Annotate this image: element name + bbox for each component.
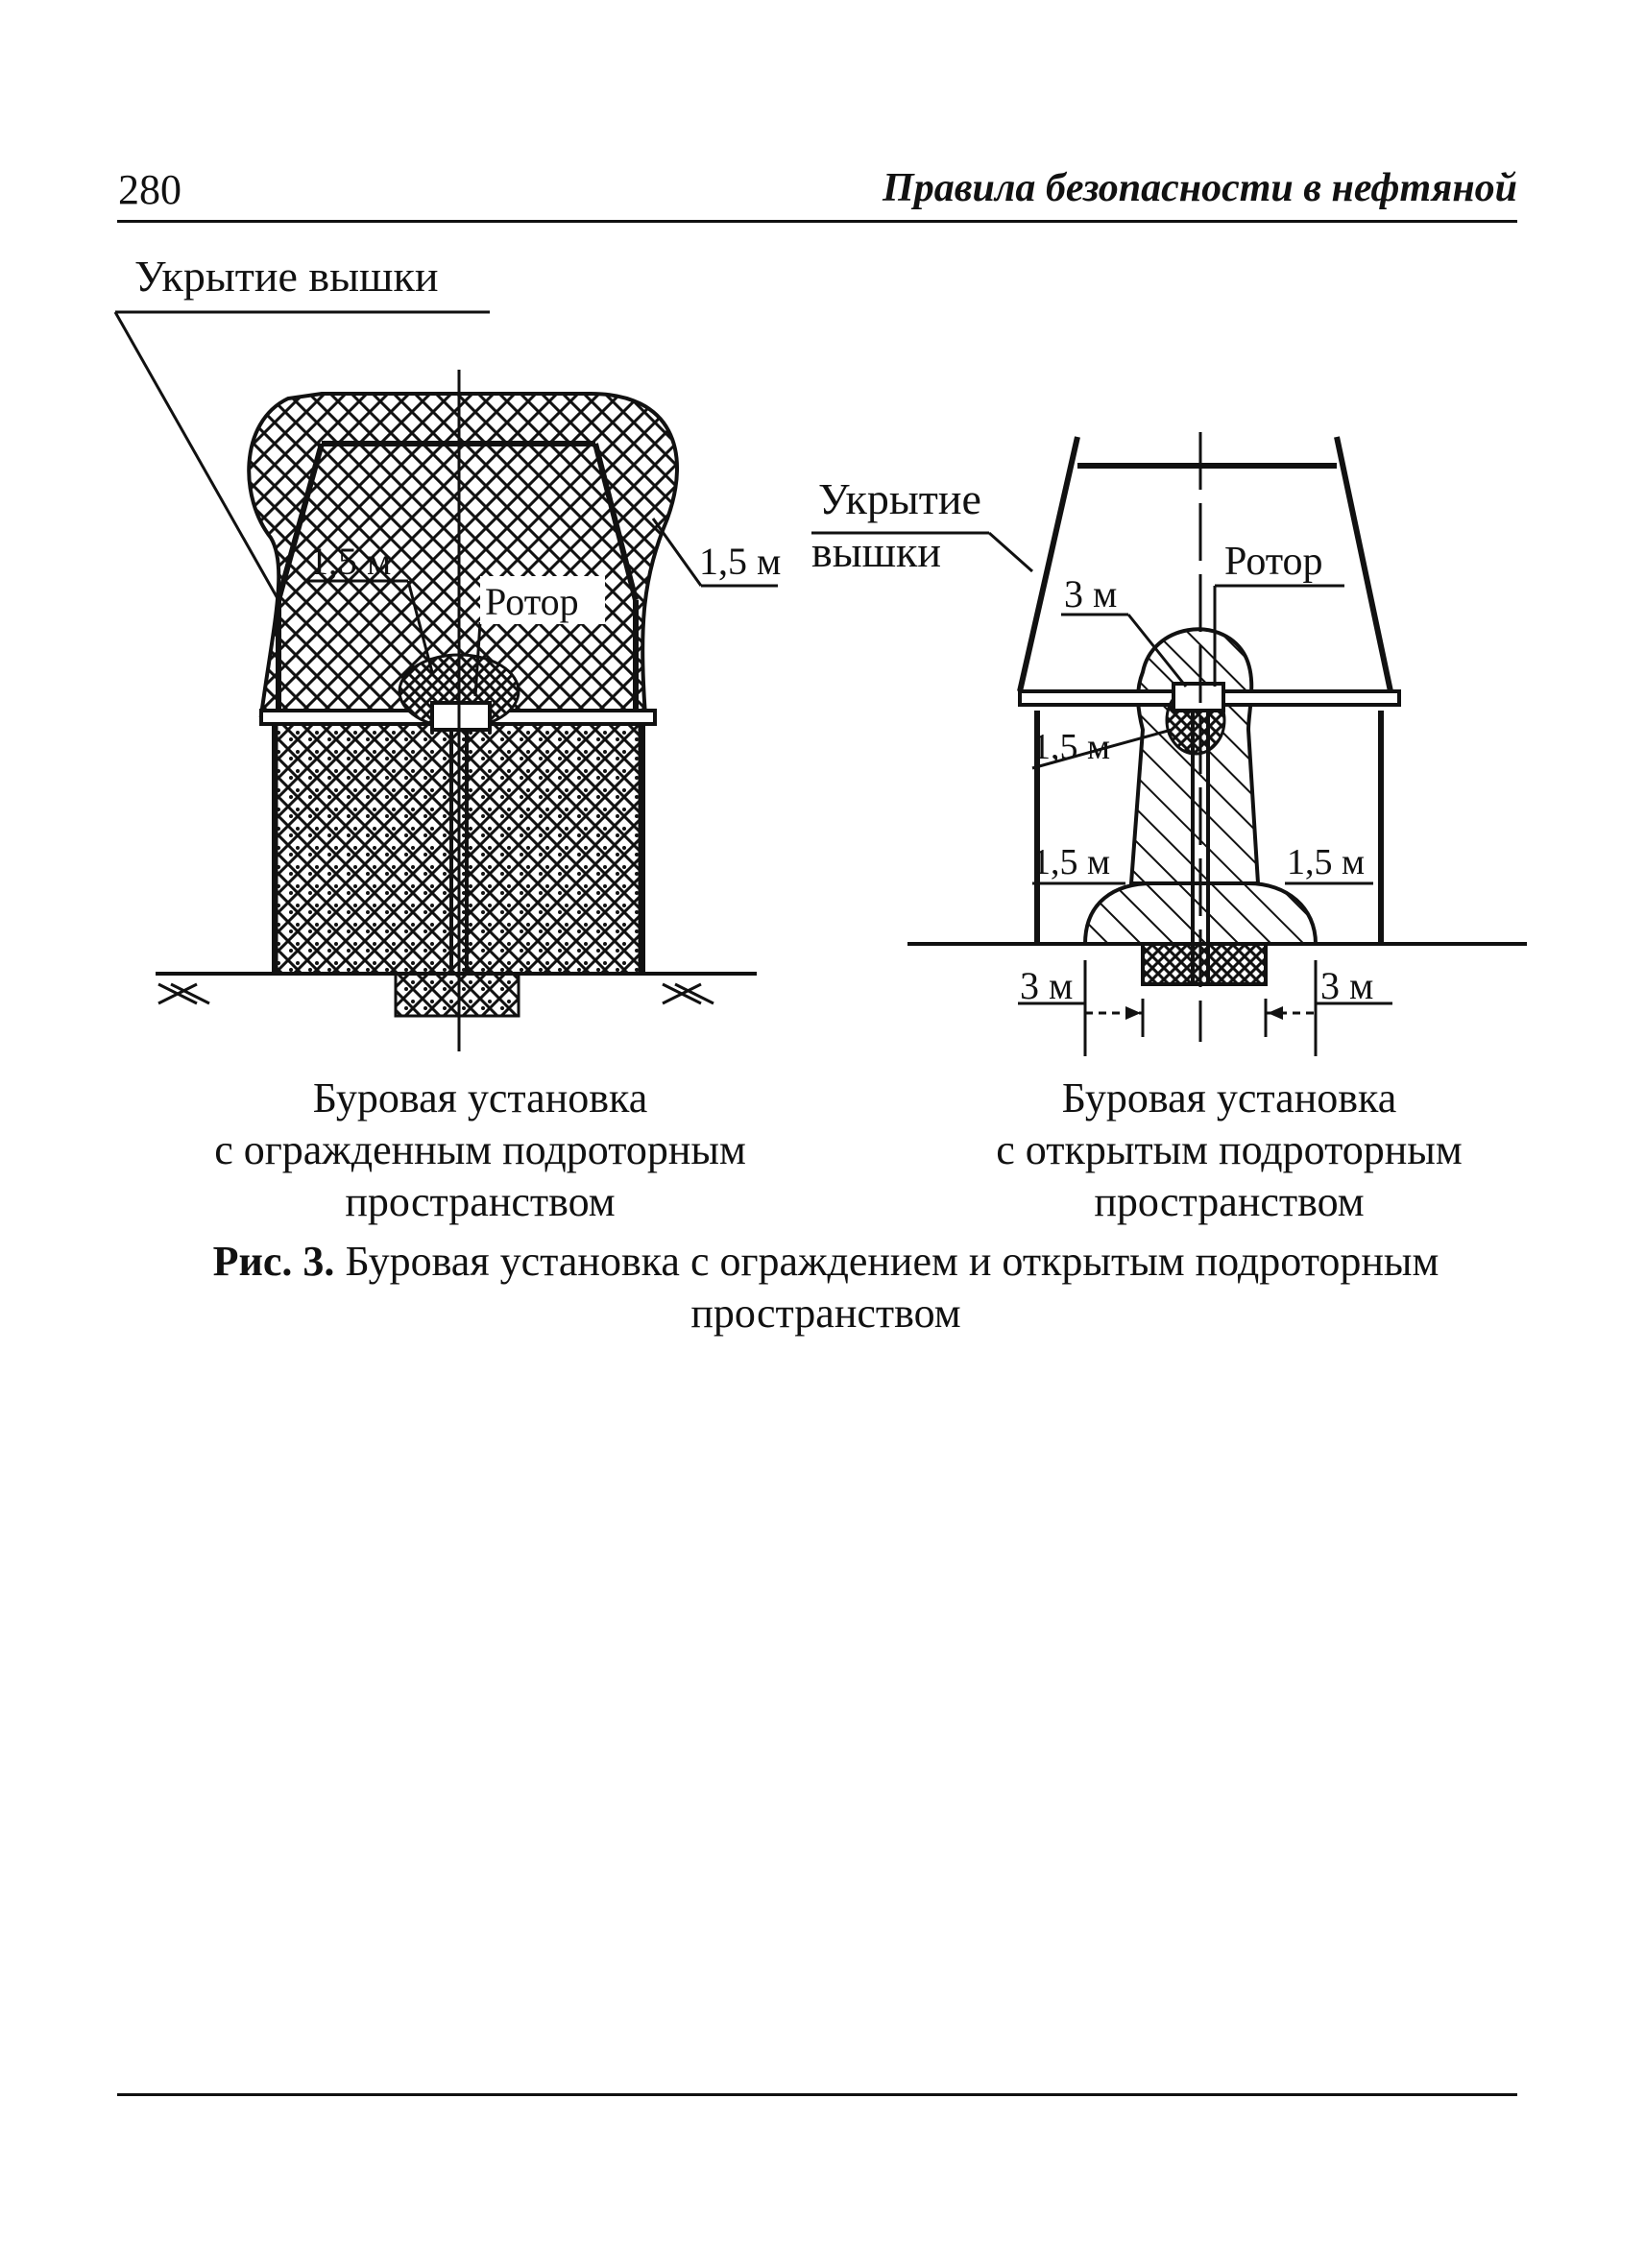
figure-drilling-rigs: Укрытие вышки 1,5 м Ротор 1,5 м [113,252,1527,1056]
page-number: 280 [118,166,181,213]
right-caption-line: пространством [1094,1178,1365,1225]
right-dim-base-right: 1,5 м [1287,842,1365,882]
left-caption-line: пространством [345,1178,616,1225]
right-cover-label-line2: вышки [811,527,941,576]
left-caption-line: Буровая установка [312,1074,648,1122]
right-rig-caption: Буровая установка с открытым подроторным… [893,1073,1565,1228]
left-rig-caption: Буровая установка с огражденным подротор… [173,1073,787,1228]
figure-caption-text-line2: пространством [690,1290,961,1337]
left-foundation-zone [394,972,520,1018]
right-rotor-label: Ротор [1224,540,1323,584]
right-dim-bottom-right: 3 м [1320,964,1373,1007]
left-rotor-label: Ротор [485,580,579,623]
figure-caption: Рис. 3. Буровая установка с ограждением … [125,1236,1527,1339]
left-caption-line: с огражденным подроторным [214,1126,746,1173]
left-cover-leader [113,311,280,601]
footer-rule [117,2093,1517,2096]
right-cover-label-line1: Укрытие [818,474,981,523]
left-dim-inner: 1,5 м [309,540,391,583]
figure-caption-prefix: Рис. 3. [212,1238,335,1285]
header-rule [117,220,1517,223]
left-rig-diagram [113,310,778,1051]
right-dim-base-left: 1,5 м [1032,842,1110,882]
right-dim-rotor-top: 3 м [1064,572,1117,615]
right-dim-rotor-side: 1,5 м [1032,727,1110,767]
right-caption-line: с открытым подроторным [996,1126,1463,1173]
right-dim-bottom-left: 3 м [1020,964,1073,1007]
left-dim-outer: 1,5 м [699,540,781,583]
left-ground-hatch-marks [157,982,714,1005]
left-cover-label: Укрытие вышки [134,252,438,301]
right-foundation-zone [1141,942,1268,986]
right-rotor [1172,682,1225,712]
right-rig-diagram [811,432,1527,1056]
right-derrick-frame [1017,436,1393,944]
right-caption-line: Буровая установка [1061,1074,1397,1122]
running-header: Правила безопасности в нефтяной [883,166,1517,210]
figure-caption-text: Буровая установка с ограждением и открыт… [345,1238,1439,1285]
left-rotor [430,701,492,732]
